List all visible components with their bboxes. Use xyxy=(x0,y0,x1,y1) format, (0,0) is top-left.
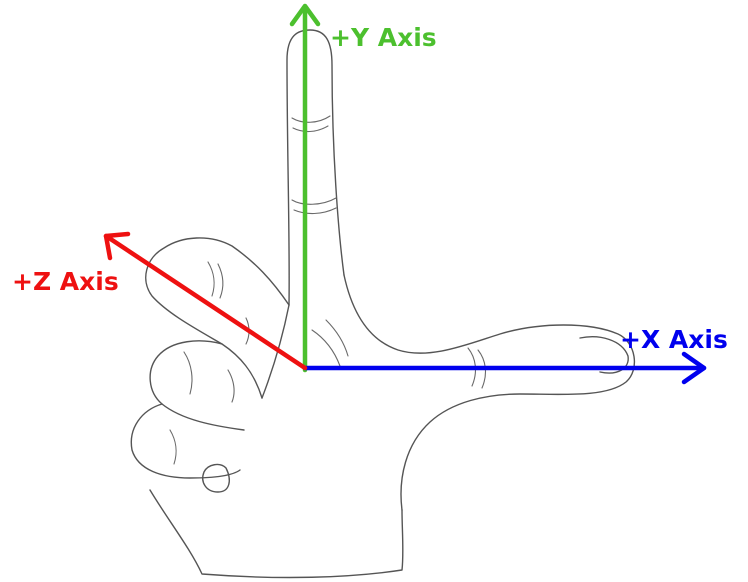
axes: +Y Axis +X Axis +Z Axis xyxy=(12,3,728,385)
z-axis-label: +Z Axis xyxy=(12,267,119,296)
x-axis xyxy=(302,351,707,385)
index-finger-crease-1 xyxy=(291,115,331,123)
palm-outline xyxy=(261,304,290,399)
y-axis-label: +Y Axis xyxy=(330,23,437,52)
x-axis-label: +X Axis xyxy=(620,325,728,354)
pinky-fingernail xyxy=(202,463,230,493)
ring-finger-crease-1 xyxy=(183,351,193,395)
index-finger-crease-2 xyxy=(292,125,329,133)
ring-finger-crease-2 xyxy=(227,369,235,403)
y-axis-arrowhead xyxy=(289,3,321,27)
palm-crease-1 xyxy=(311,329,341,367)
z-axis-line xyxy=(103,233,308,371)
z-axis-arrowhead xyxy=(103,231,131,261)
thumb-outline xyxy=(343,274,636,511)
index-finger-crease-3 xyxy=(291,197,337,205)
pinky-finger-outline xyxy=(130,403,241,479)
z-axis xyxy=(103,231,308,371)
middle-finger-crease-2 xyxy=(217,263,224,299)
palm-crease-2 xyxy=(325,319,349,357)
middle-finger-outline xyxy=(145,237,290,399)
thumb-nail xyxy=(579,336,629,374)
index-finger-crease-4 xyxy=(293,207,337,215)
y-axis xyxy=(289,3,321,373)
index-finger-outline xyxy=(286,29,345,306)
middle-finger-crease-1 xyxy=(207,261,215,297)
thumb-crease-1 xyxy=(467,347,477,387)
hand-drawing xyxy=(130,29,636,579)
x-axis-arrowhead xyxy=(681,351,707,385)
ring-finger-outline xyxy=(149,340,245,431)
pinky-finger-crease xyxy=(169,429,177,465)
wrist-outline xyxy=(149,489,404,579)
